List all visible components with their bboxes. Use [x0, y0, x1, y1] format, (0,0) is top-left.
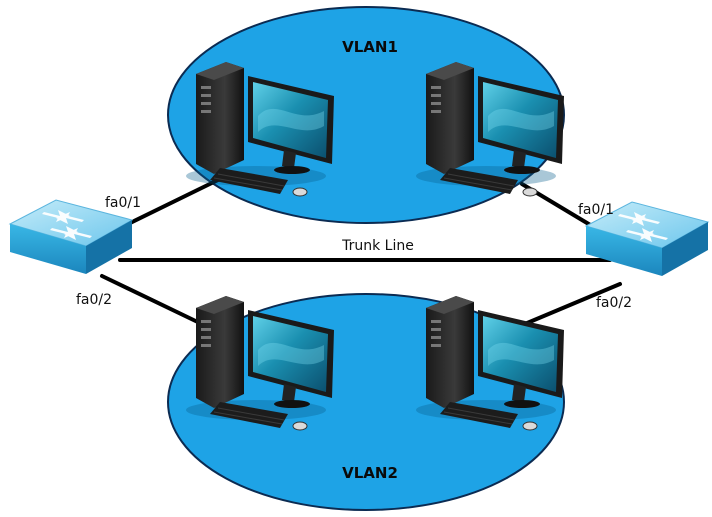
cable-right-fa02 — [518, 282, 622, 328]
vlan2-label: VLAN2 — [342, 464, 398, 482]
cable-left-fa02 — [100, 274, 208, 328]
right-port-fa01-label: fa0/1 — [578, 202, 614, 218]
trunk-line-label: Trunk Line — [341, 238, 414, 254]
network-switch-icon — [9, 199, 133, 275]
cable-left-fa01 — [122, 176, 224, 228]
vlan1-label: VLAN1 — [342, 38, 398, 56]
right-port-fa02-label: fa0/2 — [596, 295, 632, 311]
left-port-fa02-label: fa0/2 — [76, 292, 112, 308]
left-port-fa01-label: fa0/1 — [105, 195, 141, 211]
